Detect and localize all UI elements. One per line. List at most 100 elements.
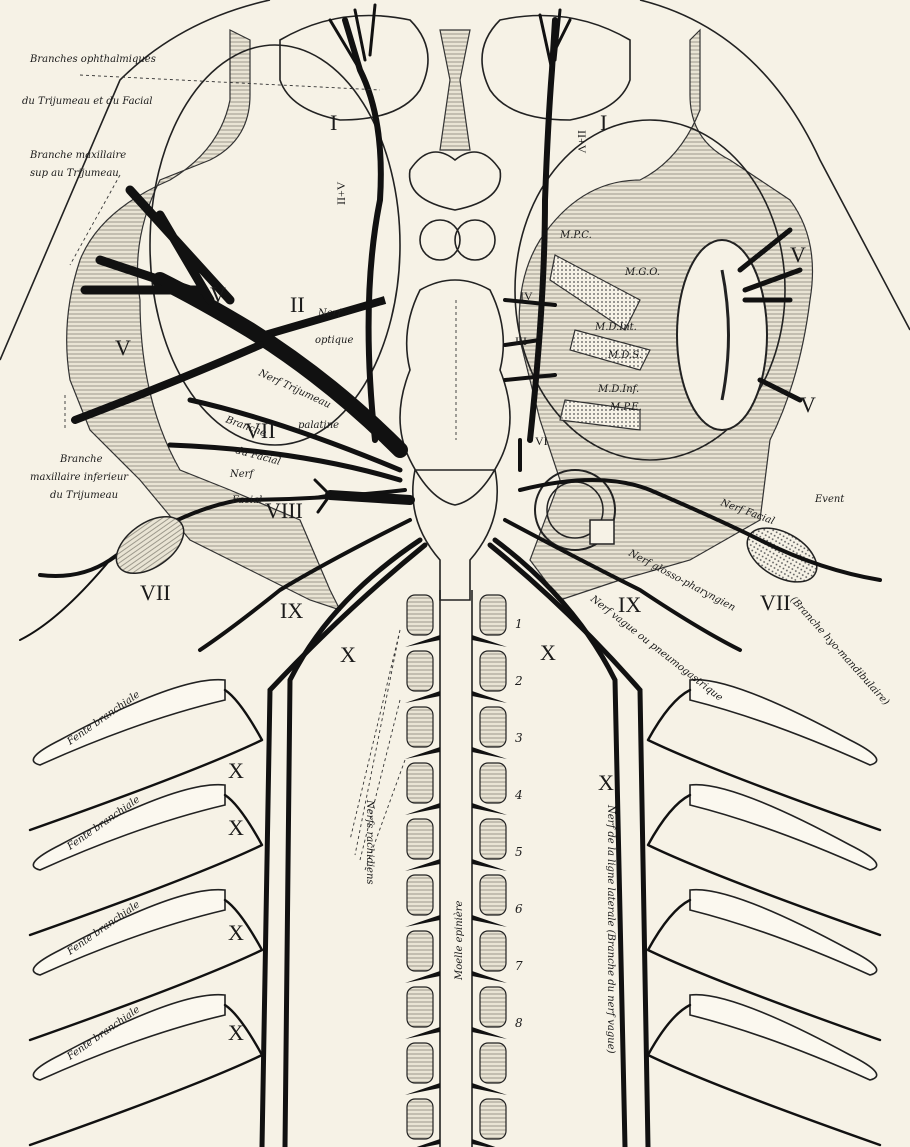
vertebra-left [407,763,433,803]
numeral-IV: IV [520,289,533,303]
label-nerf-vague: Nerf vague ou pneumogastrique [587,593,724,704]
numeral-X-left-3: X [228,815,244,840]
vertebra-right [480,819,506,859]
spinal-number: 2 [514,674,523,688]
spinal-number: 3 [515,731,523,745]
numeral-X-left-4: X [228,920,244,945]
spinal-nerve-root-right [472,803,507,815]
spinal-nerve-root-right [472,691,507,703]
facial-hyo-left-tail [20,560,110,640]
vertebra-right [480,987,506,1027]
spinal-number: 5 [515,845,523,859]
vertebra-left [407,1099,433,1139]
acoustic-left [330,495,410,500]
spinal-nerve-root-right [472,635,507,647]
vertebrae-left [405,595,440,1147]
spinal-nerve-root-left [405,635,440,647]
vertebra-right [480,931,506,971]
numeral-V-right-2: V [800,392,816,417]
label-branche-palatine-3: du Facial [234,445,281,468]
spinal-nerve-root-left [405,971,440,983]
spinal-nerve-root-left [405,747,440,759]
spiracle-right [738,517,826,593]
numeral-I-right: I [600,110,607,135]
label-nerf-ligne-laterale: Nerf de la ligne laterale (Branche du ne… [605,804,616,1054]
label-muscle: M.G.O. [624,267,660,278]
vertebra-left [407,651,433,691]
numeral-V-right-1: V [790,242,806,267]
vertebra-right [480,763,506,803]
spinal-nerve-root-right [472,971,507,983]
spinal-number: 7 [515,959,523,973]
numeral-II-left: II [290,292,305,317]
gill-slit [690,995,877,1080]
label-nerf-optique-2: optique [315,335,353,346]
numeral-IX-left: IX [280,598,303,623]
numeral-VIII: VIII [265,498,303,523]
gill-slit [33,785,225,870]
label-nerf-facial-left-2: Facial [231,495,262,506]
vertebra-right [480,595,506,635]
numeral-I-left: I [330,110,337,135]
vertebra-right [480,1043,506,1083]
numeral-III: III [515,334,527,348]
numeral-X-left-2: X [228,758,244,783]
label-branche-maxillaire-inf-3: du Trijumeau [50,490,118,501]
label-muscle: M.P.E. [609,402,642,413]
vertebra-left [407,707,433,747]
label-nerf-optique-1: Nerf [317,308,343,319]
spinal-nerve-root-left [405,859,440,871]
spinal-nerve-root-right [472,859,507,871]
label-branche-maxillaire-inf-1: Branche [59,454,103,465]
spinal-nerve-root-right [472,1139,507,1147]
spinal-nerve-root-right [472,747,507,759]
numeral-VII-right: VII [760,590,791,615]
label-muscle: M.D.Inf. [597,384,639,395]
vertebra-left [407,1043,433,1083]
gill-slit [690,890,877,975]
label-muscle: M.P.C. [559,230,592,241]
spinal-nerve-root-left [405,1139,440,1147]
numeral-V-left-1: V [210,282,226,307]
gill-slit [33,995,225,1080]
vertebra-left [407,931,433,971]
spinal-nerve-root-left [405,1083,440,1095]
label-muscle: M.D.Int. [594,322,637,333]
gill-slit [33,890,225,975]
diencephalon-right [455,220,495,260]
spinal-nerve-root-right [472,1083,507,1095]
optic-nerve-left [345,20,381,440]
spinal-cord [440,590,472,1147]
spinal-nerve-root-left [405,915,440,927]
numeral-X-right-2: X [598,770,614,795]
medulla [413,470,497,600]
spinal-numbers: 12345678 [514,617,523,1030]
vertebra-right [480,707,506,747]
diencephalon-left [420,220,460,260]
label-nerf-facial-left-1: Nerf [229,469,255,480]
spinal-number: 8 [515,1016,523,1030]
vertebra-right [480,875,506,915]
label-nerfs-rachidiens: Nerfs rachidiens [364,799,375,885]
forebrain [410,152,501,210]
brain-stem [400,280,510,505]
eyeball-right [677,240,767,430]
label-branche-maxillaire-inf-2: maxillaire inferieur [30,472,129,483]
numeral-VII-left: VII [140,580,171,605]
spinal-number: 1 [515,617,523,631]
gill-slits-right [648,680,880,1145]
numeral-V-left-2: V [115,335,131,360]
facial-left [170,445,400,480]
spinal-number: 4 [514,788,523,802]
olfactory-left [280,16,428,121]
vertebra-left [407,819,433,859]
label-branche-maxillaire-sup-1: Branche maxillaire [29,150,126,161]
gill-slits-left [30,680,262,1145]
numeral-X-left-5: X [228,1020,244,1045]
numeral-VI: VI [535,434,548,448]
spinal-nerve-root-left [405,803,440,815]
vertebra-right [480,651,506,691]
spinal-nerve-root-right [472,1027,507,1039]
